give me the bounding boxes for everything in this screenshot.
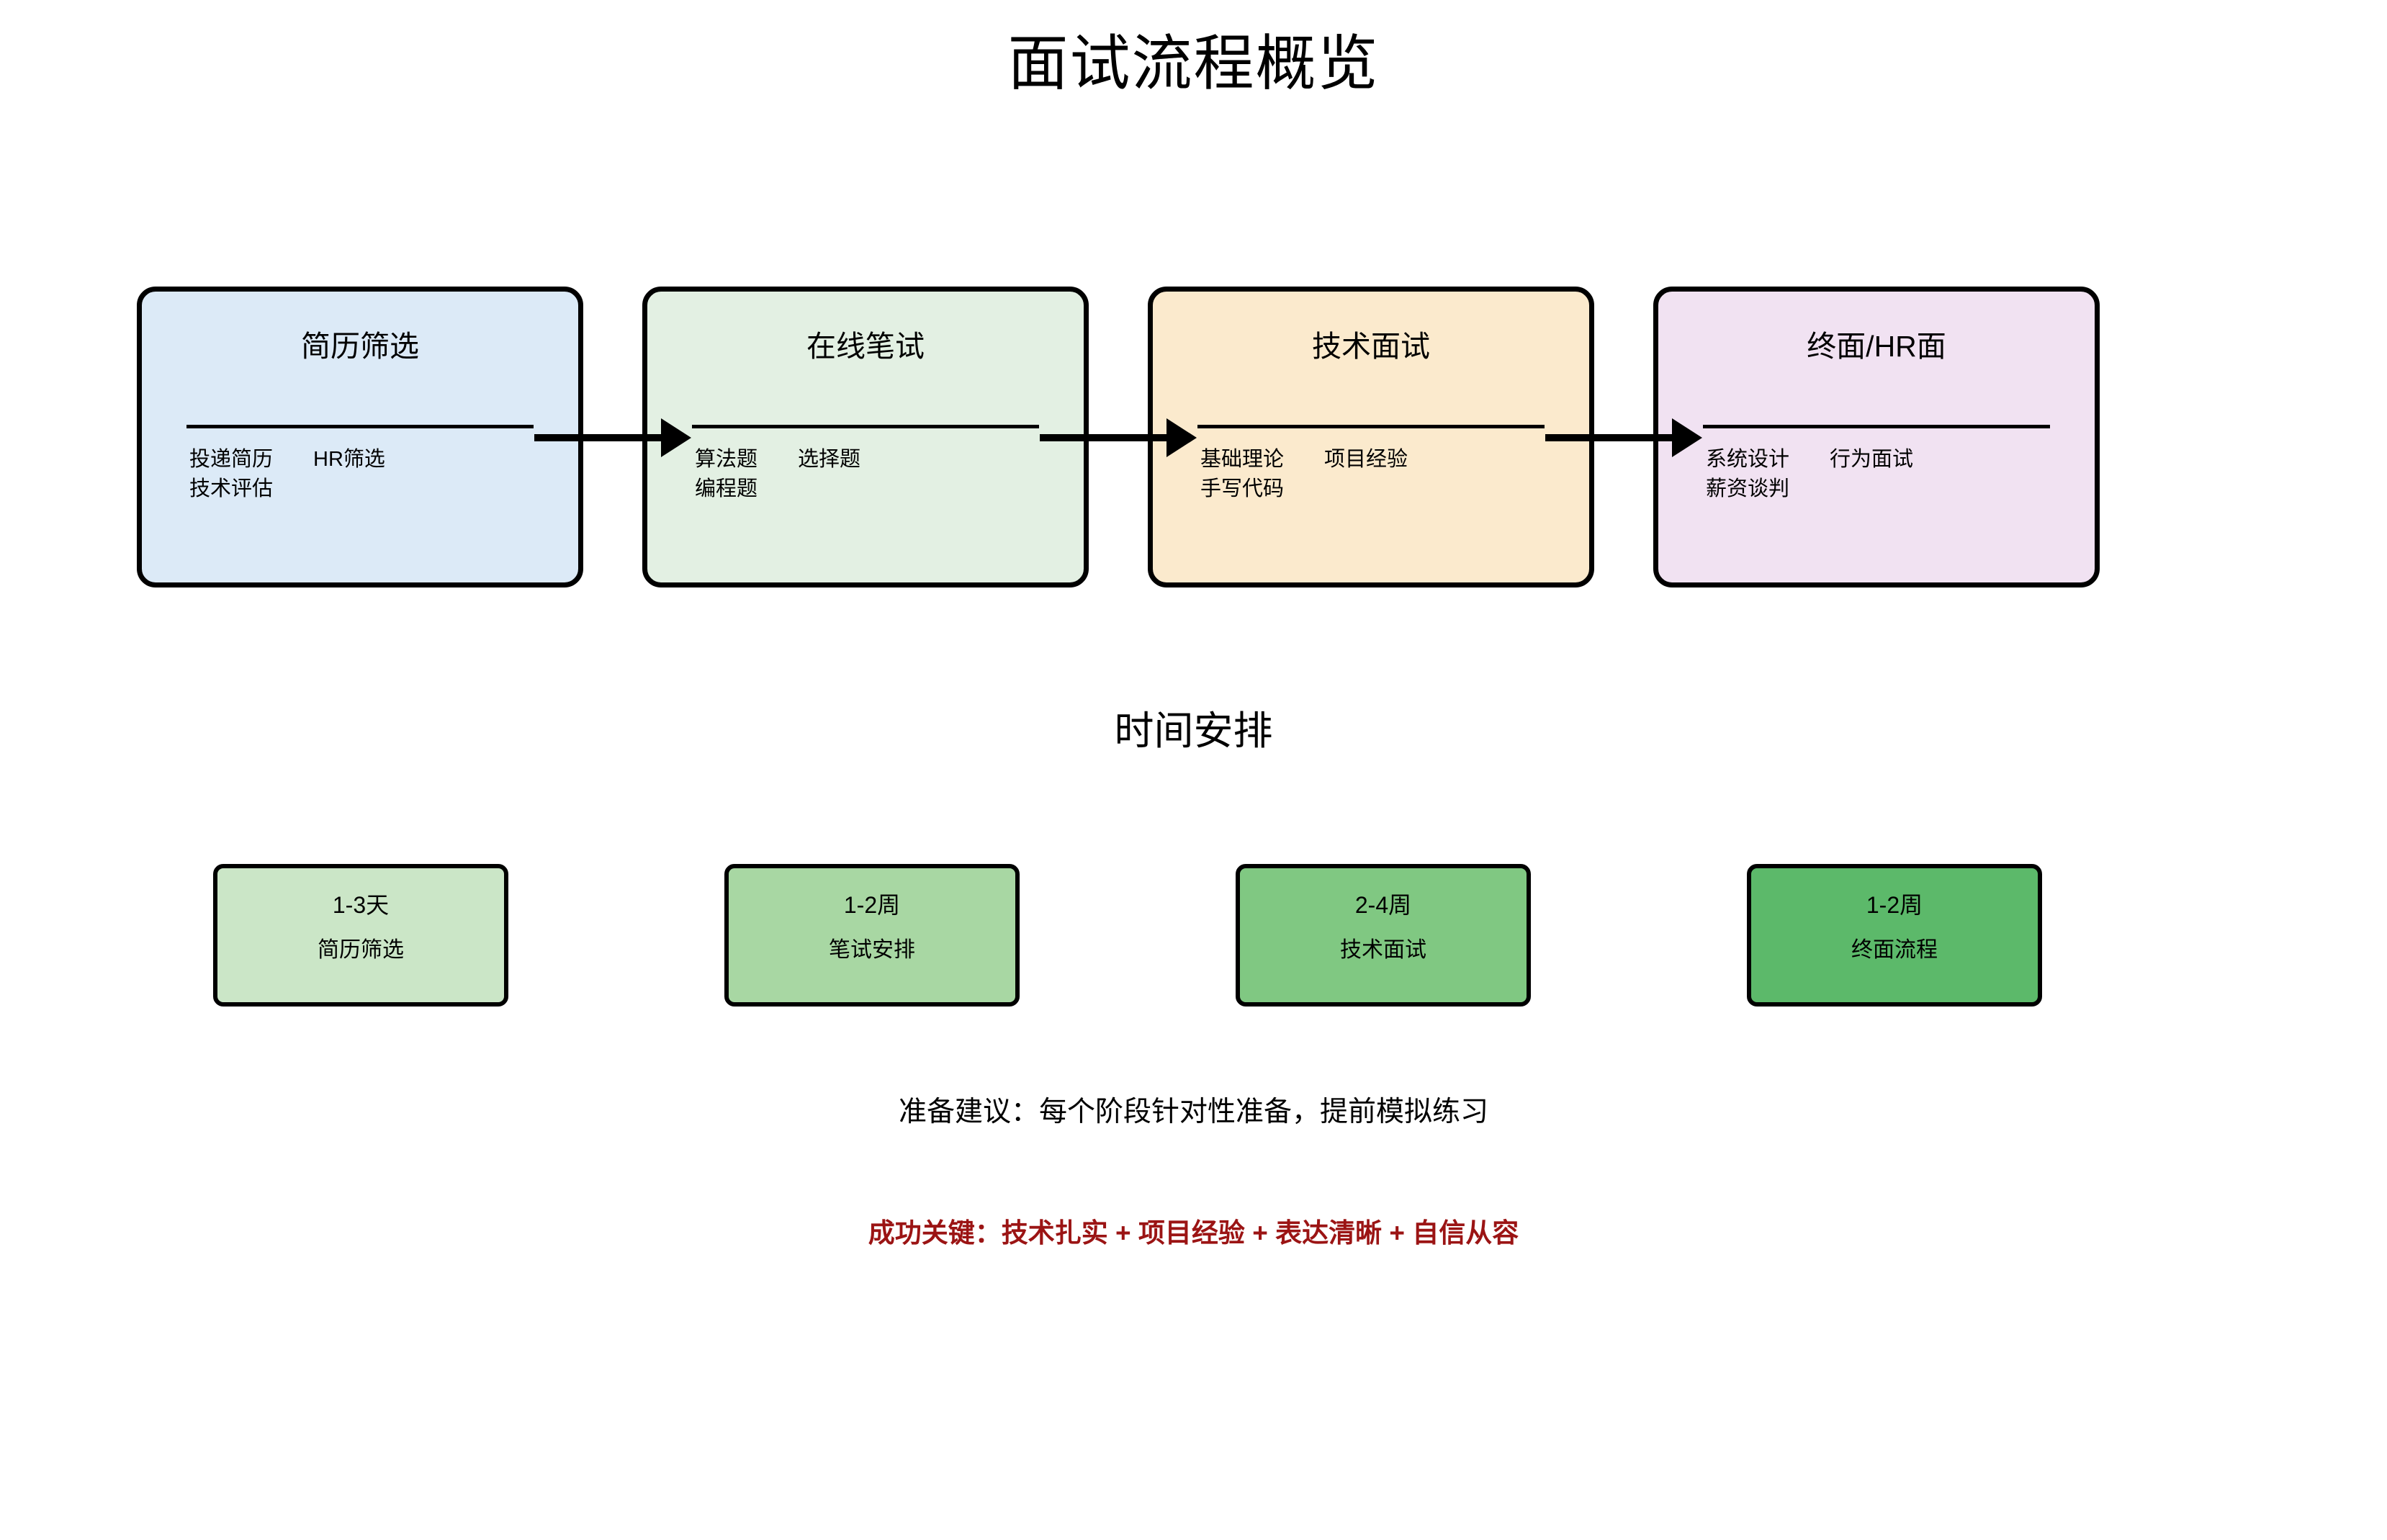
page-title: 面试流程概览 bbox=[1007, 30, 1380, 97]
arrow-shaft bbox=[1545, 434, 1672, 441]
stage-items-line: 手写代码 bbox=[1200, 474, 1575, 504]
stage-items-line: 投递简历 HR筛选 bbox=[189, 445, 564, 474]
arrow-head bbox=[661, 418, 691, 457]
success-key-note: 成功关键：技术扎实 + 项目经验 + 表达清晰 + 自信从容 bbox=[868, 1218, 1519, 1248]
arrow-right-icon bbox=[1040, 418, 1197, 457]
arrow-head bbox=[1672, 418, 1702, 457]
stage-item: 算法题 bbox=[695, 448, 758, 471]
timeline-duration: 1-3天 bbox=[332, 892, 390, 918]
stage-box-final-hr-interview[interactable]: 终面/HR面 系统设计 行为面试 薪资谈判 bbox=[1653, 287, 2100, 587]
interview-flow-row: 简历筛选 投递简历 HR筛选 技术评估 在线笔试 算法题 选择题 编程题 技术面试 … bbox=[137, 287, 2100, 587]
arrow-right-icon bbox=[1545, 418, 1702, 457]
stage-items: 投递简历 HR筛选 技术评估 bbox=[189, 445, 564, 505]
stage-divider bbox=[1197, 425, 1545, 428]
arrow-head bbox=[1166, 418, 1197, 457]
timeline-label: 笔试安排 bbox=[829, 938, 915, 962]
stage-item: 薪资谈判 bbox=[1706, 477, 1790, 501]
arrow-shaft bbox=[534, 434, 661, 441]
arrow-right-icon bbox=[534, 418, 691, 457]
timeline-row: 1-3天 简历筛选 1-2周 笔试安排 2-4周 技术面试 1-2周 终面流程 bbox=[213, 864, 2042, 1007]
timeline-label: 终面流程 bbox=[1851, 938, 1938, 962]
stage-item: 手写代码 bbox=[1200, 477, 1285, 501]
stage-item: 项目经验 bbox=[1324, 448, 1408, 471]
stage-items-line: 编程题 bbox=[695, 474, 1069, 504]
stage-item: 行为面试 bbox=[1830, 448, 1914, 471]
stage-box-technical-interview[interactable]: 技术面试 基础理论 项目经验 手写代码 bbox=[1148, 287, 1594, 587]
stage-items-line: 算法题 选择题 bbox=[695, 445, 1069, 474]
stage-items: 基础理论 项目经验 手写代码 bbox=[1200, 445, 1575, 505]
timeline-duration: 1-2周 bbox=[1866, 892, 1923, 918]
stage-item: 基础理论 bbox=[1200, 448, 1285, 471]
stage-items-line: 薪资谈判 bbox=[1706, 474, 2080, 504]
stage-item: 选择题 bbox=[798, 448, 861, 471]
stage-divider bbox=[1703, 425, 2050, 428]
stage-item: 技术评估 bbox=[189, 477, 274, 501]
stage-box-online-test[interactable]: 在线笔试 算法题 选择题 编程题 bbox=[642, 287, 1089, 587]
stage-items-line: 系统设计 行为面试 bbox=[1706, 445, 2080, 474]
timeline-box-final-process[interactable]: 1-2周 终面流程 bbox=[1747, 864, 2042, 1007]
stage-divider bbox=[692, 425, 1039, 428]
timeline-box-resume-screening[interactable]: 1-3天 简历筛选 bbox=[213, 864, 508, 1007]
stage-item: 编程题 bbox=[695, 477, 758, 501]
timeline-duration: 2-4周 bbox=[1354, 892, 1412, 918]
timeline-box-technical-interview[interactable]: 2-4周 技术面试 bbox=[1236, 864, 1531, 1007]
stage-title: 技术面试 bbox=[1312, 330, 1430, 363]
timeline-label: 技术面试 bbox=[1340, 938, 1426, 962]
stage-item: 投递简历 bbox=[189, 448, 274, 471]
stage-item: 系统设计 bbox=[1706, 448, 1790, 471]
arrow-shaft bbox=[1040, 434, 1166, 441]
timeline-section-heading: 时间安排 bbox=[1114, 708, 1273, 753]
stage-title: 终面/HR面 bbox=[1807, 330, 1946, 363]
timeline-duration: 1-2周 bbox=[843, 892, 901, 918]
preparation-note: 准备建议：每个阶段针对性准备，提前模拟练习 bbox=[898, 1097, 1488, 1127]
stage-items-line: 技术评估 bbox=[189, 474, 564, 504]
stage-items: 系统设计 行为面试 薪资谈判 bbox=[1706, 445, 2080, 505]
stage-item: HR筛选 bbox=[313, 448, 385, 471]
stage-title: 在线笔试 bbox=[806, 330, 925, 363]
stage-items: 算法题 选择题 编程题 bbox=[695, 445, 1069, 505]
stage-items-line: 基础理论 项目经验 bbox=[1200, 445, 1575, 474]
timeline-box-written-test[interactable]: 1-2周 笔试安排 bbox=[724, 864, 1020, 1007]
stage-divider bbox=[186, 425, 534, 428]
stage-title: 简历筛选 bbox=[301, 330, 419, 363]
timeline-label: 简历筛选 bbox=[318, 938, 404, 962]
stage-box-resume-screening[interactable]: 简历筛选 投递简历 HR筛选 技术评估 bbox=[137, 287, 583, 587]
